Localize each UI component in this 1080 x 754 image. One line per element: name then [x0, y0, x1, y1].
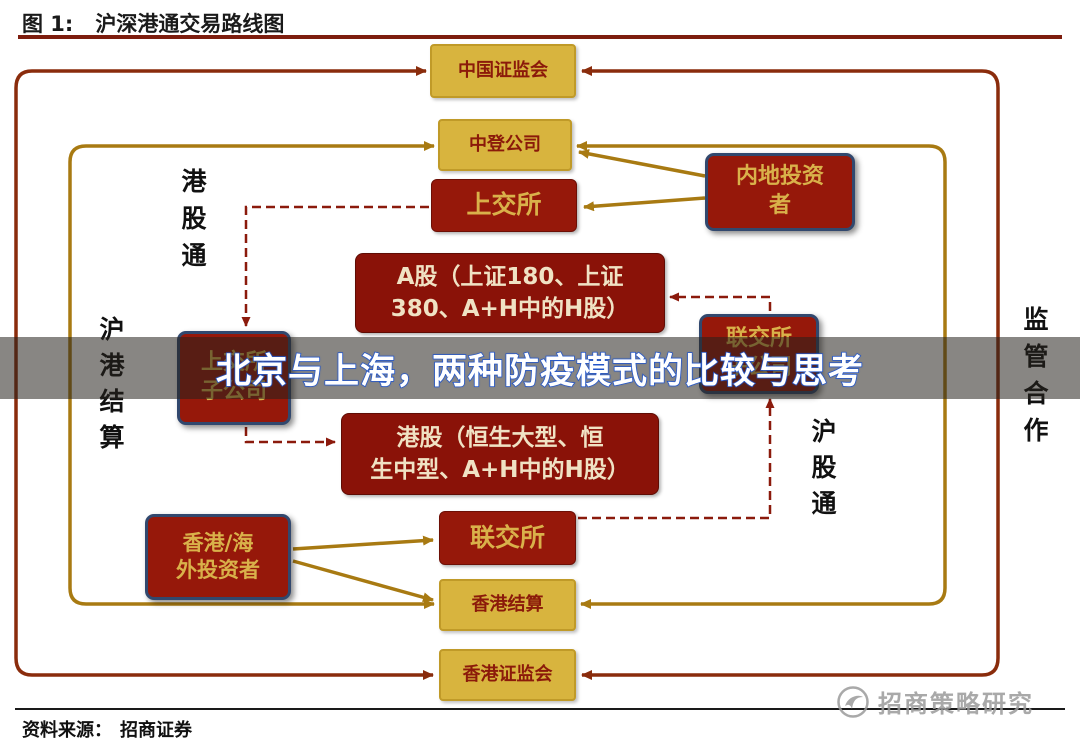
- node-csrc: 中国证监会: [430, 44, 576, 98]
- figure-number: 图 1:: [22, 12, 74, 36]
- label-sh-stock-connect: 沪股通: [808, 418, 837, 526]
- title-rule: [18, 35, 1062, 39]
- node-hkex: 联交所: [439, 511, 576, 565]
- watermark: 招商策略研究: [836, 684, 1034, 719]
- label-hk-stock-connect: 港股通: [178, 168, 207, 279]
- source-line: 资料来源： 招商证券: [22, 716, 192, 742]
- figure-title: 沪深港通交易路线图: [95, 12, 285, 36]
- node-hk-overseas-investors: 香港/海 外投资者: [145, 514, 291, 600]
- node-a-shares: A股（上证180、上证 380、A+H中的H股）: [355, 253, 665, 333]
- node-hk-sfc: 香港证监会: [439, 649, 576, 701]
- node-mainland-investors: 内地投资 者: [705, 153, 855, 231]
- figure-caption: 图 1: 沪深港通交易路线图: [22, 8, 284, 38]
- footer-rule: [15, 708, 1065, 710]
- headline-text: 北京与上海，两种防疫模式的比较与思考: [215, 351, 864, 393]
- node-h-shares: 港股（恒生大型、恒 生中型、A+H中的H股）: [341, 413, 659, 495]
- node-hk-clearing: 香港结算: [439, 579, 576, 631]
- headline-banner: 北京与上海，两种防疫模式的比较与思考: [0, 337, 1080, 399]
- node-sse: 上交所: [431, 179, 577, 232]
- source-value: 招商证券: [120, 720, 192, 741]
- node-chinaclear: 中登公司: [438, 119, 572, 171]
- source-label: 资料来源：: [22, 720, 112, 741]
- cms-logo-icon: [837, 685, 869, 718]
- watermark-text: 招商策略研究: [878, 690, 1034, 718]
